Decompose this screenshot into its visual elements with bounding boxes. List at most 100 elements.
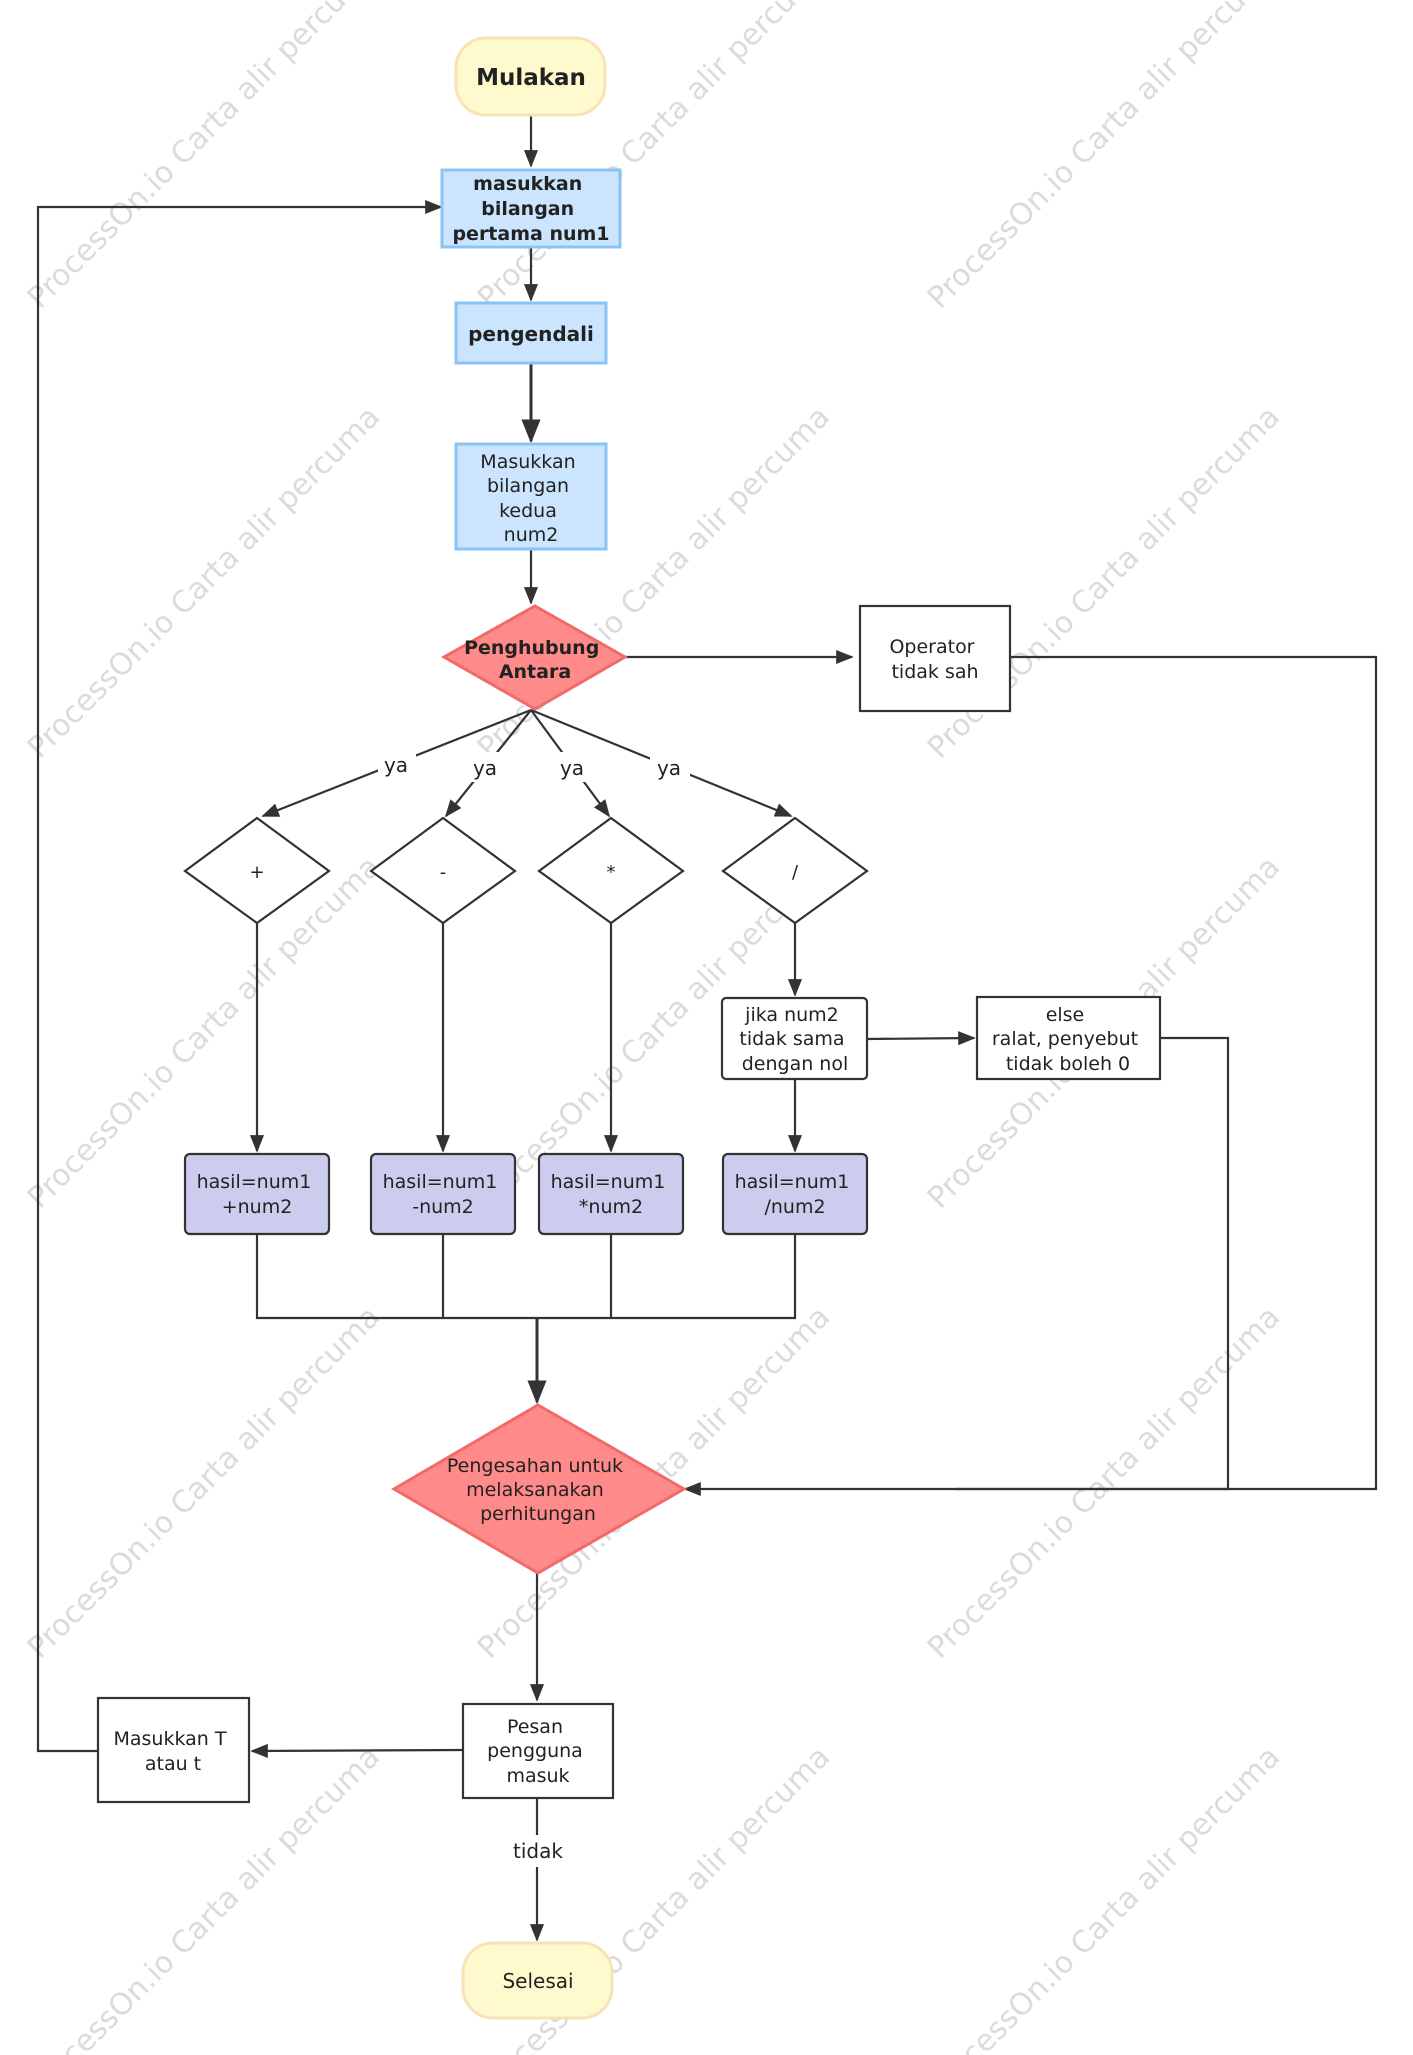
line: pengguna — [487, 1740, 583, 1762]
line: masukkan — [473, 173, 582, 195]
edges — [36, 115, 1378, 1942]
watermark: ProcessOn.io Carta alir percuma — [21, 400, 387, 766]
calc-times-shape — [537, 1152, 685, 1236]
check-zero-label: jika num2 tidak sama dengan nol — [739, 1004, 850, 1075]
input-num1-label: masukkan bilangan pertama num1 — [452, 173, 609, 245]
validate-decision-shape — [391, 1403, 688, 1575]
invalid-operator-node[interactable]: Operator tidak sah — [858, 604, 1012, 713]
line: Penghubung — [464, 637, 599, 659]
operator-decision-shape — [440, 604, 629, 711]
op-times-node[interactable]: * — [537, 816, 685, 925]
enter-t-label: Masukkan T atau t — [113, 1728, 232, 1775]
calc-divide-shape — [721, 1152, 869, 1236]
check-zero-shape — [720, 996, 869, 1081]
calc-minus-shape — [369, 1152, 517, 1236]
line: perhitungan — [480, 1503, 596, 1525]
end-shape — [461, 1941, 614, 2020]
line: Pengesahan untuk — [447, 1455, 623, 1477]
line: else — [1046, 1004, 1085, 1026]
op-plus-label: + — [249, 862, 264, 883]
line: hasil=num1 — [735, 1171, 850, 1193]
calc-minus-label: hasil=num1 -num2 — [383, 1171, 504, 1218]
calc-times-label: hasil=num1 *num2 — [551, 1171, 672, 1218]
op-times-shape — [537, 816, 685, 925]
calc-minus-node[interactable]: hasil=num1 -num2 — [369, 1152, 517, 1236]
line: Operator — [889, 636, 974, 658]
edge-label-bg — [650, 752, 690, 782]
edge-message-to-enter-t — [250, 1743, 463, 1758]
enter-t-node[interactable]: Masukkan T atau t — [96, 1696, 251, 1804]
line: pertama num1 — [452, 223, 609, 245]
line: Antara — [499, 661, 571, 683]
op-plus-shape — [183, 816, 331, 925]
line: /num2 — [764, 1196, 825, 1218]
start-label: Mulakan — [476, 65, 586, 91]
line: *num2 — [579, 1196, 643, 1218]
calc-divide-node[interactable]: hasil=num1 /num2 — [721, 1152, 869, 1236]
watermark: ProcessOn.io Carta alir percuma — [921, 1740, 1287, 2055]
line: ralat, penyebut — [992, 1028, 1138, 1050]
line: kedua — [499, 500, 557, 522]
validate-decision-label: Pengesahan untuk melaksanakan perhitunga… — [447, 1455, 629, 1525]
edge-check-to-error — [866, 1031, 976, 1046]
op-divide-shape — [721, 816, 869, 925]
check-zero-node[interactable]: jika num2 tidak sama dengan nol — [720, 996, 869, 1081]
line: Masukkan — [480, 451, 575, 473]
zero-error-label: else ralat, penyebut tidak boleh 0 — [992, 1004, 1144, 1075]
line: dengan nol — [742, 1053, 849, 1075]
end-terminal[interactable]: Selesai — [461, 1941, 614, 2020]
line: melaksanakan — [466, 1479, 604, 1501]
invalid-operator-label: Operator tidak sah — [889, 636, 980, 683]
watermark: ProcessOn.io Carta alir percuma — [921, 0, 1287, 316]
input-num1-node[interactable]: masukkan bilangan pertama num1 — [440, 168, 622, 249]
validate-decision-node[interactable]: Pengesahan untuk melaksanakan perhitunga… — [391, 1403, 688, 1575]
enter-t-shape — [96, 1696, 251, 1804]
input-num2-label: Masukkan bilangan kedua num2 — [480, 451, 581, 546]
op-divide-label: / — [792, 862, 799, 883]
edge-enter-t-loop-to-num1 — [36, 199, 443, 1753]
watermark: ProcessOn.io Carta alir percuma — [21, 1300, 387, 1666]
op-minus-node[interactable]: - — [369, 816, 517, 925]
calc-times-node[interactable]: hasil=num1 *num2 — [537, 1152, 685, 1236]
edge-label-bg — [508, 1835, 568, 1867]
line: -num2 — [412, 1196, 474, 1218]
op-times-label: * — [607, 862, 616, 883]
start-shape — [454, 36, 607, 117]
line: tidak sah — [891, 661, 978, 683]
operator-decision-label: Penghubung Antara — [464, 637, 606, 683]
line: num2 — [504, 524, 559, 546]
line: bilangan — [481, 198, 574, 220]
edge-error-to-validate — [956, 1036, 1230, 1491]
line: hasil=num1 — [551, 1171, 666, 1193]
line: +num2 — [222, 1196, 293, 1218]
input-num2-node[interactable]: Masukkan bilangan kedua num2 — [454, 442, 608, 551]
edge-label-yes: ya — [657, 756, 681, 780]
edge-label-bg — [378, 750, 416, 780]
zero-error-node[interactable]: else ralat, penyebut tidak boleh 0 — [975, 995, 1162, 1081]
edge-label-yes: ya — [473, 756, 497, 780]
op-minus-label: - — [440, 862, 447, 883]
line: atau t — [145, 1753, 201, 1775]
line: tidak sama — [739, 1028, 844, 1050]
edge-label-yes: ya — [560, 756, 584, 780]
nodes: Mulakan masukkan bilangan pertama num1 p… — [96, 36, 1162, 2020]
edge-label-yes: ya — [384, 753, 408, 777]
invalid-operator-shape — [858, 604, 1012, 713]
edge-label-bg — [466, 752, 504, 782]
op-divide-node[interactable]: / — [721, 816, 869, 925]
calc-plus-node[interactable]: hasil=num1 +num2 — [183, 1152, 331, 1236]
watermark: ProcessOn.io Carta alir percuma — [921, 1300, 1287, 1666]
line: Pesan — [507, 1716, 563, 1738]
line: jika num2 — [744, 1004, 839, 1026]
controller-node[interactable]: pengendali — [454, 301, 608, 365]
edge-labels: ya ya ya ya tidak — [378, 750, 690, 1867]
operator-decision-node[interactable]: Penghubung Antara — [440, 604, 629, 711]
calc-plus-shape — [183, 1152, 331, 1236]
user-message-label: Pesan pengguna masuk — [487, 1716, 589, 1787]
calc-divide-label: hasil=num1 /num2 — [735, 1171, 856, 1218]
edge-calcs-merge — [255, 1235, 797, 1320]
input-num1-shape — [440, 168, 622, 249]
user-message-node[interactable]: Pesan pengguna masuk — [461, 1702, 615, 1800]
start-terminal[interactable]: Mulakan — [454, 36, 607, 117]
op-plus-node[interactable]: + — [183, 816, 331, 925]
